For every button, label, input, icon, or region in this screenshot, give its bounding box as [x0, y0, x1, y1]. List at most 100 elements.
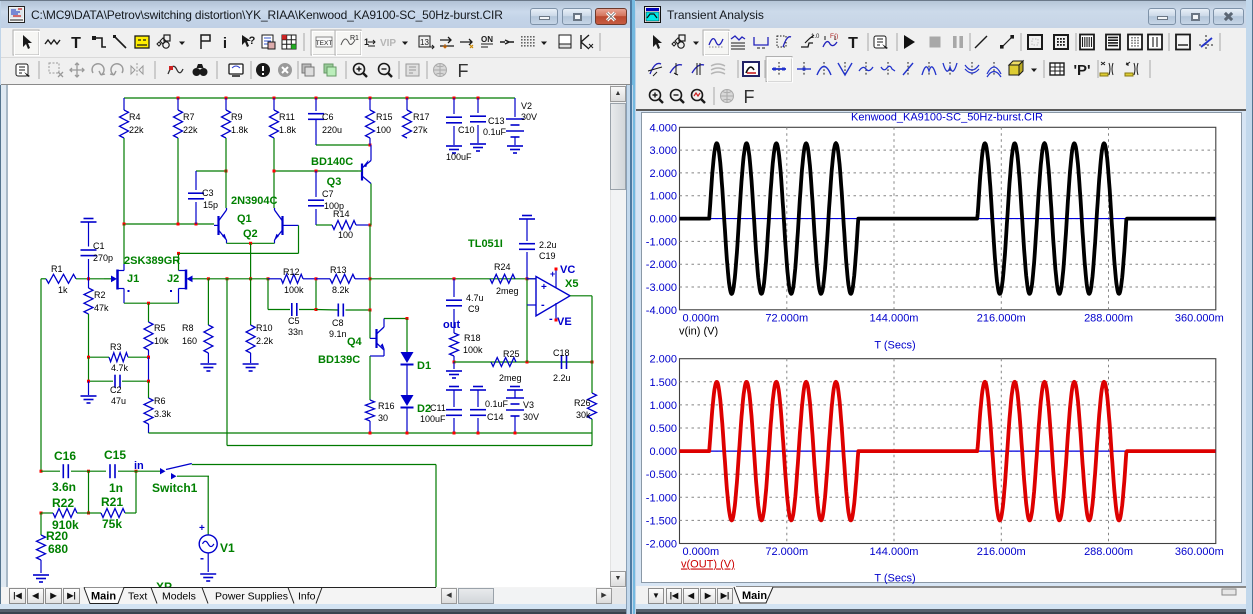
svg-text:Q4: Q4 [347, 336, 363, 348]
svg-text:R1: R1 [350, 35, 359, 42]
svg-text:100uF: 100uF [420, 414, 446, 424]
svg-text:R12: R12 [283, 267, 300, 277]
svg-text:1.8k: 1.8k [279, 125, 297, 135]
svg-text:30V: 30V [521, 112, 537, 122]
svg-text:47k: 47k [94, 303, 109, 313]
svg-text:TL051I: TL051I [468, 238, 503, 250]
svg-text:288.000m: 288.000m [1084, 312, 1133, 324]
svg-text:4.000: 4.000 [649, 122, 677, 134]
svg-text:-4.000: -4.000 [646, 305, 677, 317]
svg-text:R11: R11 [279, 112, 295, 122]
svg-text:C5: C5 [288, 316, 300, 326]
svg-text:30: 30 [378, 413, 388, 423]
svg-text:C1: C1 [93, 241, 105, 251]
svg-text:9.1n: 9.1n [329, 329, 347, 339]
svg-text:1.8k: 1.8k [231, 125, 249, 135]
svg-text:2.000: 2.000 [649, 354, 677, 366]
svg-text:1n: 1n [109, 481, 123, 495]
svg-text:i: i [223, 35, 227, 52]
svg-text:1.000: 1.000 [649, 400, 677, 412]
svg-text:3.3k: 3.3k [154, 409, 172, 419]
svg-text:R2: R2 [94, 290, 106, 300]
svg-text:2meg: 2meg [499, 373, 522, 383]
svg-text:100k: 100k [284, 285, 304, 295]
svg-text:ON: ON [481, 35, 493, 44]
svg-text:100: 100 [338, 230, 353, 240]
svg-text:VC: VC [560, 264, 575, 276]
svg-text:out: out [443, 319, 460, 331]
svg-text:2.2u: 2.2u [553, 373, 571, 383]
svg-text:C10: C10 [458, 125, 475, 135]
svg-text:0.000: 0.000 [649, 446, 677, 458]
svg-text:+: + [550, 269, 555, 279]
svg-text:10k: 10k [154, 336, 169, 346]
svg-text:27k: 27k [413, 125, 428, 135]
svg-text:2N3904C: 2N3904C [231, 195, 278, 207]
svg-text:C15: C15 [104, 448, 126, 462]
svg-text:BD140C: BD140C [311, 156, 353, 168]
svg-text:Power Supplies: Power Supplies [215, 591, 288, 603]
svg-text:Q3: Q3 [327, 176, 342, 188]
svg-text:Q2: Q2 [243, 228, 258, 240]
svg-text:47u: 47u [111, 396, 126, 406]
svg-text:R9: R9 [231, 112, 243, 122]
svg-text:C16: C16 [54, 449, 76, 463]
svg-text:72.000m: 72.000m [765, 312, 808, 324]
svg-text:15p: 15p [203, 200, 218, 210]
svg-text:C14: C14 [487, 412, 504, 422]
svg-text:2.2u: 2.2u [539, 240, 557, 250]
svg-text:R8: R8 [182, 323, 194, 333]
svg-text:75k: 75k [102, 517, 122, 531]
svg-text:C19: C19 [539, 251, 556, 261]
svg-text:C2: C2 [110, 385, 122, 395]
svg-text:R3: R3 [110, 342, 122, 352]
svg-text:0.000m: 0.000m [683, 546, 720, 558]
svg-text:v(OUT) (V): v(OUT) (V) [681, 559, 735, 571]
svg-text:F: F [458, 61, 469, 81]
svg-text:-0.500: -0.500 [646, 469, 677, 481]
svg-text:2SK389GR: 2SK389GR [124, 255, 180, 267]
svg-text:T: T [71, 35, 81, 52]
svg-text:R18: R18 [464, 333, 481, 343]
svg-text:1k: 1k [58, 285, 68, 295]
svg-text:R25: R25 [503, 349, 520, 359]
svg-text:0.000m: 0.000m [683, 312, 720, 324]
svg-text:360.000m: 360.000m [1175, 546, 1224, 558]
svg-text:J2: J2 [167, 273, 179, 285]
svg-text:+: + [199, 523, 205, 534]
svg-text:J1: J1 [127, 273, 139, 285]
svg-text:Main: Main [91, 591, 116, 603]
svg-text:R13: R13 [330, 265, 347, 275]
svg-text:13: 13 [420, 38, 429, 47]
svg-text:R14: R14 [333, 209, 350, 219]
svg-text:100k: 100k [463, 345, 483, 355]
svg-text:C11: C11 [430, 403, 446, 413]
svg-text:VIP: VIP [380, 38, 396, 49]
svg-text:288.000m: 288.000m [1084, 546, 1133, 558]
svg-text:v(in) (V): v(in) (V) [679, 326, 718, 338]
svg-text:22k: 22k [183, 125, 198, 135]
svg-text:4.7u: 4.7u [466, 293, 484, 303]
svg-text:1.500: 1.500 [649, 377, 677, 389]
svg-text:-: - [541, 299, 545, 311]
svg-text:1: 1 [364, 37, 369, 47]
svg-text:30k: 30k [576, 410, 591, 420]
svg-text:2meg: 2meg [496, 286, 519, 296]
svg-text:2.000: 2.000 [649, 168, 677, 180]
svg-text:C7: C7 [322, 189, 334, 199]
svg-text:F(): F() [830, 33, 838, 40]
svg-text:270p: 270p [93, 253, 113, 263]
svg-text:Main: Main [742, 590, 767, 602]
svg-text:0.500: 0.500 [649, 423, 677, 435]
svg-text:144.000m: 144.000m [870, 312, 919, 324]
svg-text:Q1: Q1 [237, 213, 252, 225]
svg-text:220u: 220u [322, 125, 342, 135]
svg-text:22k: 22k [129, 125, 144, 135]
svg-text:R22: R22 [52, 496, 74, 510]
svg-text:R4: R4 [129, 112, 141, 122]
svg-text:R24: R24 [494, 262, 511, 272]
svg-text:V3: V3 [523, 400, 534, 410]
svg-text:72.000m: 72.000m [765, 546, 808, 558]
svg-text:216.000m: 216.000m [977, 312, 1026, 324]
svg-text:XP: XP [156, 580, 172, 587]
